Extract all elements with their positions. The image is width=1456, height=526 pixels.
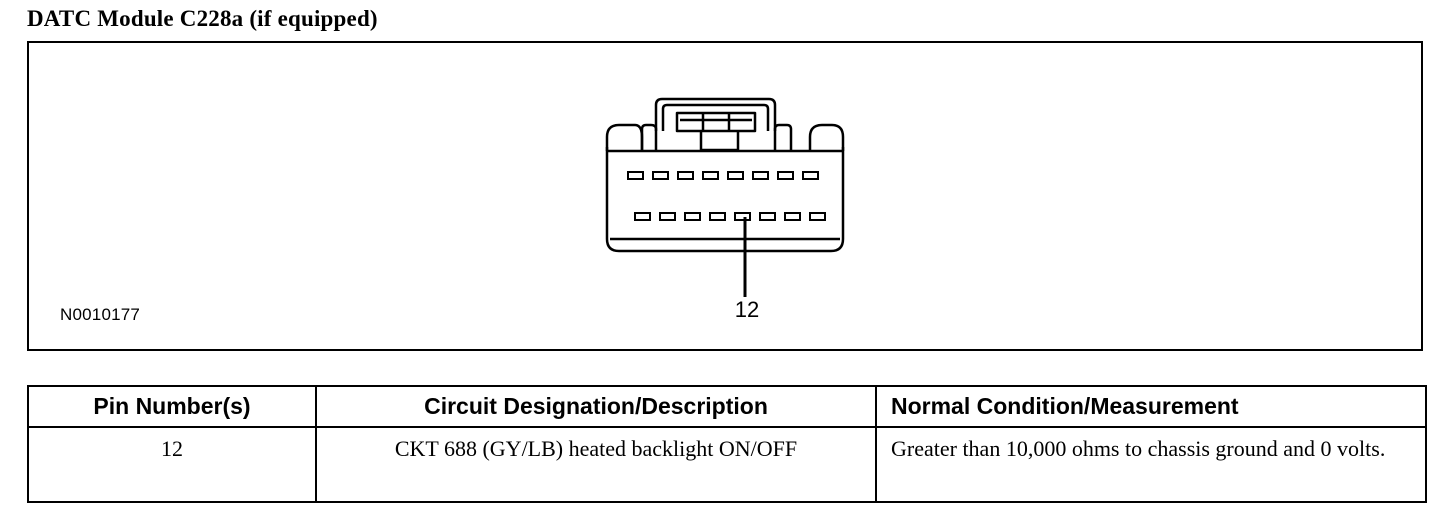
- header-normal-condition: Normal Condition/Measurement: [875, 385, 1427, 428]
- connector-face-drawing: [605, 97, 845, 297]
- connector-right-shoulder: [808, 123, 845, 151]
- pin-table: Pin Number(s) Circuit Designation/Descri…: [27, 385, 1427, 503]
- table-header-row: Pin Number(s) Circuit Designation/Descri…: [27, 385, 1427, 428]
- connector-body: [605, 147, 845, 253]
- connector-lock-tab: [654, 97, 777, 131]
- cell-circuit-description: CKT 688 (GY/LB) heated backlight ON/OFF: [315, 426, 877, 503]
- pin-row-bottom: [634, 212, 826, 221]
- pin-12-cavity: [734, 212, 751, 221]
- pin-callout-label: 12: [734, 297, 760, 322]
- table-row: 12 CKT 688 (GY/LB) heated backlight ON/O…: [27, 426, 1427, 503]
- pin-row-top: [627, 171, 819, 180]
- connector-left-shoulder: [605, 123, 644, 151]
- figure-code: N0010177: [60, 305, 141, 324]
- header-circuit-designation: Circuit Designation/Description: [315, 385, 877, 428]
- cell-normal-condition: Greater than 10,000 ohms to chassis grou…: [875, 426, 1427, 503]
- connector-figure: N0010177 12: [27, 41, 1423, 351]
- page-title: DATC Module C228a (if equipped): [27, 6, 378, 31]
- header-pin-numbers: Pin Number(s): [27, 385, 317, 428]
- cell-pin-number: 12: [27, 426, 317, 503]
